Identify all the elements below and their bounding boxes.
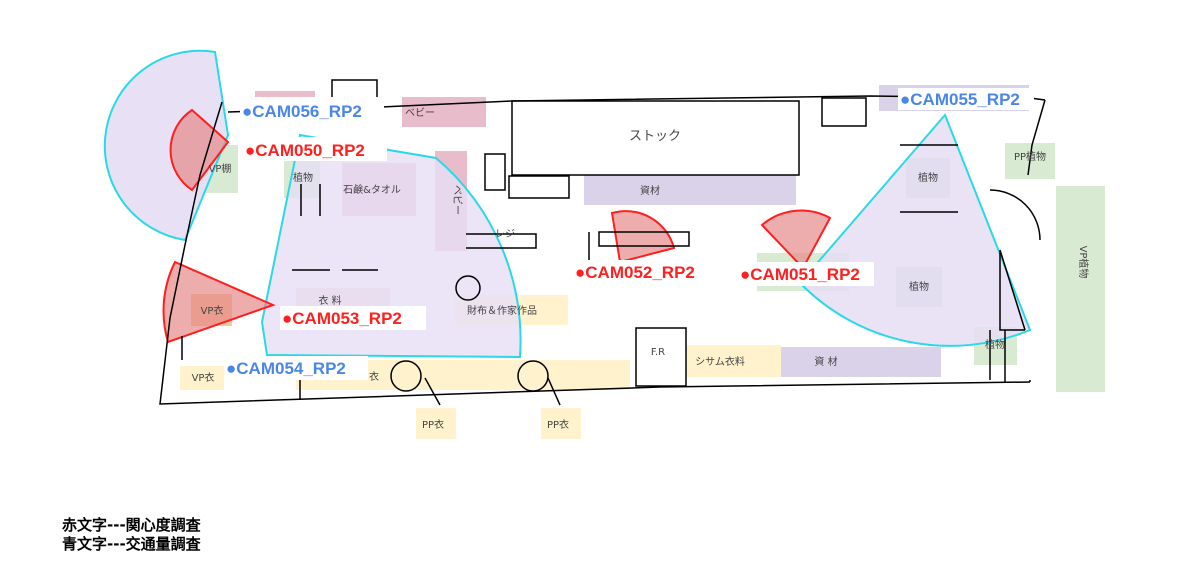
zone-labels: ベビー ストック 資材 PP植物 VP植物 植物 植物 植物 植物 石鹸&タオル…: [192, 107, 1090, 431]
camera-label-cam054: ●CAM054_RP2: [226, 359, 346, 378]
label-stock: ストック: [629, 129, 681, 144]
zone-materials-top: [584, 175, 796, 205]
label-wallet: 財布＆作家作品: [467, 304, 537, 317]
camera-label-cam055: ●CAM055_RP2: [900, 90, 1020, 109]
label-vp-shelf: VP棚: [209, 162, 232, 175]
camera-label-backgrounds: [224, 88, 1034, 380]
zone-materials-bottom: [781, 347, 941, 377]
label-clothing: 衣 料: [318, 294, 341, 307]
label-plants-right-mid: 植物: [909, 280, 929, 293]
label-pp-plants: PP植物: [1014, 150, 1046, 163]
zone-pp-clothing-1: [416, 408, 456, 439]
zone-top-pink-strip: [255, 91, 315, 101]
label-materials-bottom: 資 材: [814, 355, 837, 368]
fov-cam051: [760, 209, 832, 270]
label-pp-clothing-2: PP衣: [547, 418, 569, 431]
camera-label-cam052: ●CAM052_RP2: [575, 263, 695, 282]
label-soap-towel: 石鹸&タオル: [343, 183, 401, 196]
zone-vp-clothing-bottom: [180, 366, 224, 390]
camera-label-cam053: ●CAM053_RP2: [282, 309, 402, 328]
label-vp-plants: VP植物: [1077, 246, 1090, 279]
fov-cam056: [103, 49, 230, 242]
camera-labels: ●CAM056_RP2 ●CAM050_RP2 ●CAM052_RP2 ●CAM…: [226, 90, 1020, 378]
camera-label-cam050: ●CAM050_RP2: [245, 141, 365, 160]
fov-cam054: [260, 133, 522, 359]
label-vp-clothing-bottom: VP衣: [192, 371, 215, 384]
camera-label-cam056: ●CAM056_RP2: [242, 102, 362, 121]
label-baby-vertical: ベビー: [451, 185, 463, 215]
fov-cam053: [162, 260, 276, 344]
label-plants-right-bottom: 植物: [985, 338, 1005, 351]
label-pp-clothing-1: PP衣: [422, 418, 444, 431]
label-register: レジ: [495, 229, 515, 240]
label-plants-left: 植物: [293, 171, 313, 184]
zone-baby-top: [402, 97, 486, 127]
label-fr: F.R: [651, 347, 665, 358]
legend-traffic-survey: 青文字---交通量調査: [62, 535, 201, 553]
label-materials-top: 資材: [640, 184, 660, 197]
fov-cam055: [798, 113, 1032, 347]
zone-pp-clothing-2: [541, 408, 581, 439]
zone-system-clothing: [686, 345, 781, 377]
camera-label-cam051: ●CAM051_RP2: [740, 265, 860, 284]
label-system-clothing: シサム衣料: [695, 355, 745, 368]
label-vp-clothing-left: VP衣: [201, 304, 224, 317]
label-plants-right-top: 植物: [918, 171, 938, 184]
label-clothing-bottom: 衣: [369, 370, 379, 383]
zone-vp-plants: [1056, 186, 1105, 392]
legend-interest-survey: 赤文字---関心度調査: [62, 516, 201, 534]
label-baby-top: ベビー: [405, 107, 435, 119]
fov-cam052: [610, 210, 676, 264]
